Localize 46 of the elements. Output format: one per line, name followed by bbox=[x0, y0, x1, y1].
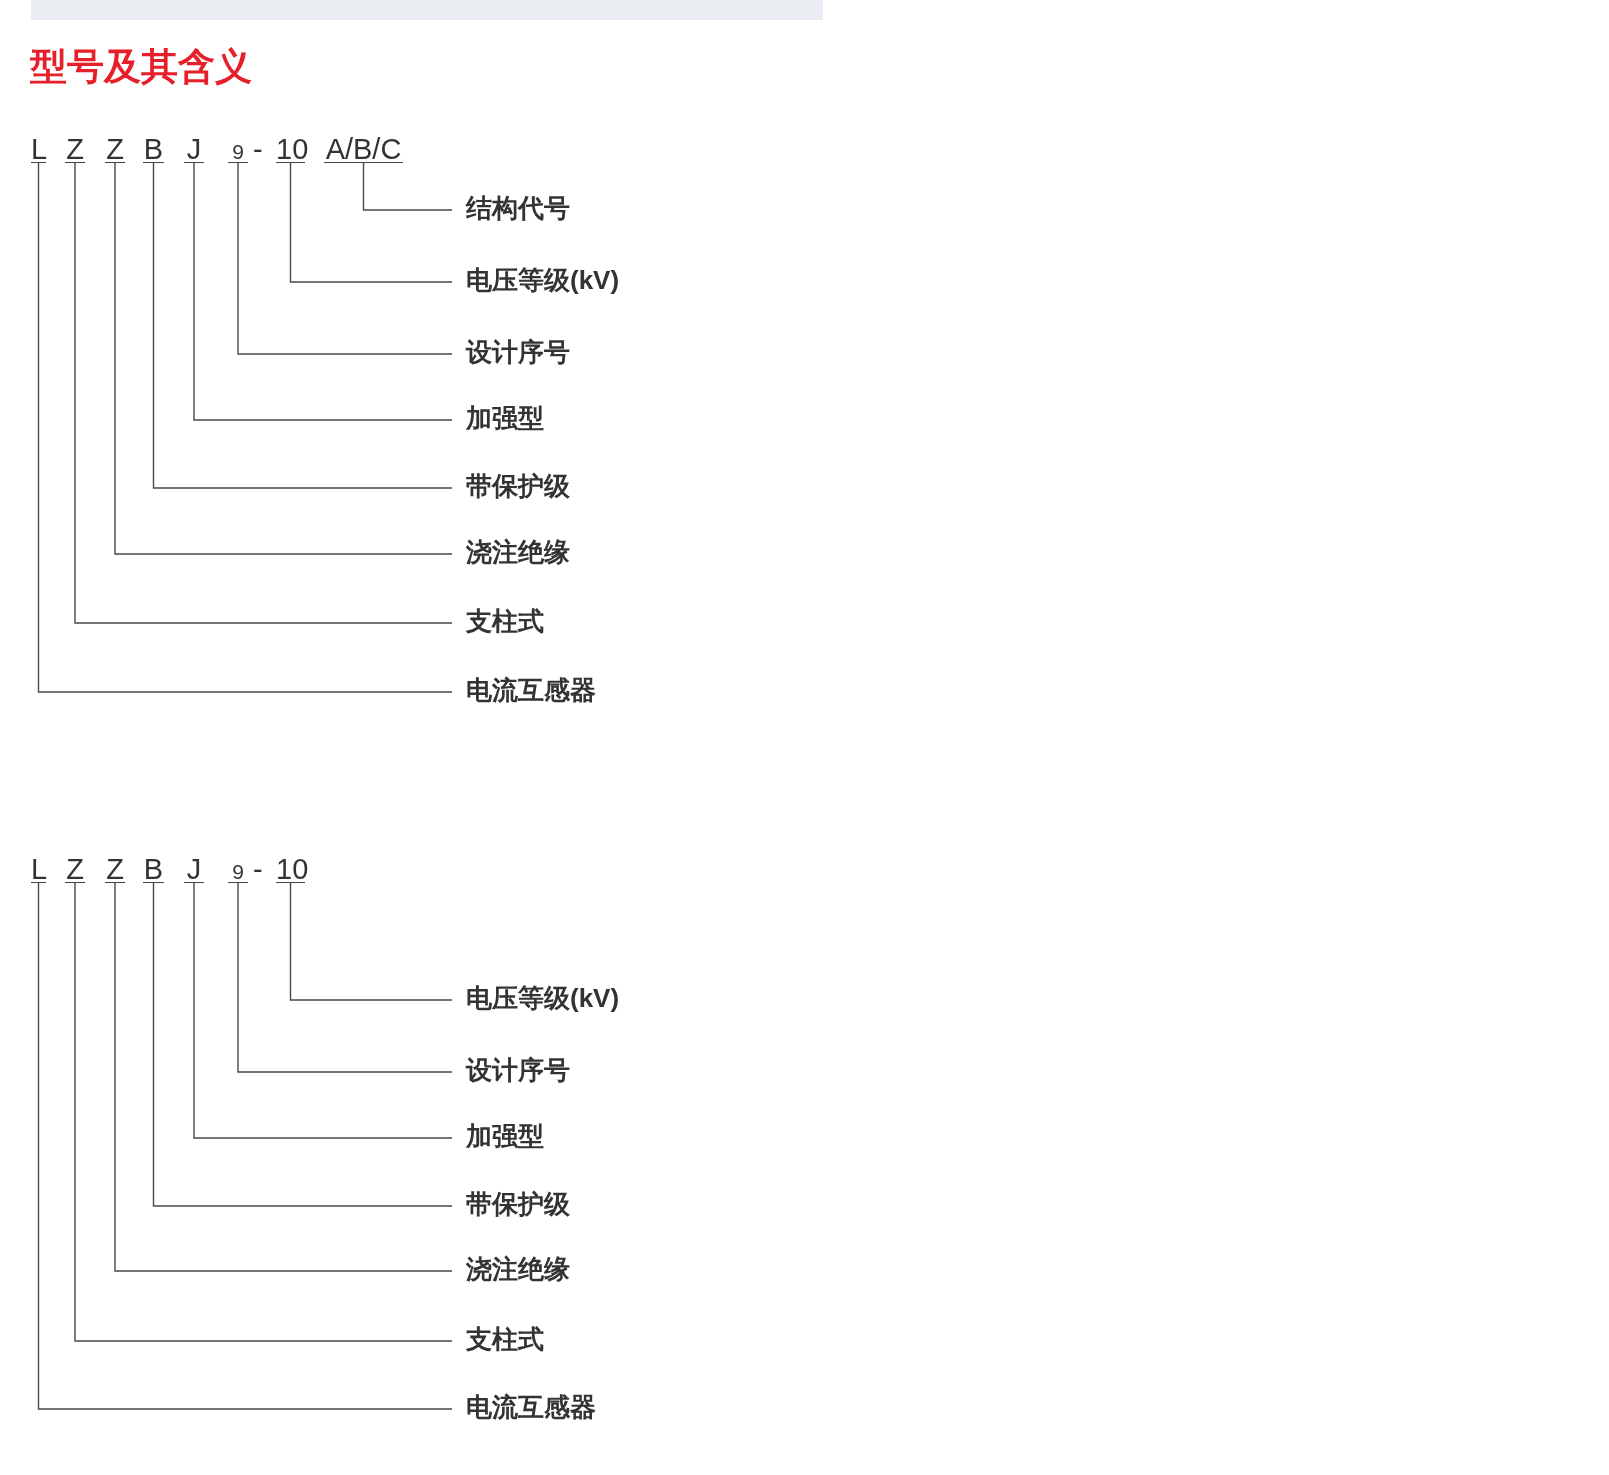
meaning-label: 加强型 bbox=[452, 1118, 544, 1154]
leader-line bbox=[114, 162, 453, 555]
leader-line bbox=[37, 882, 453, 1410]
meaning-label: 加强型 bbox=[452, 400, 544, 436]
model-code-part: L bbox=[31, 856, 46, 883]
meaning-label: 支柱式 bbox=[452, 1321, 544, 1357]
leader-line bbox=[289, 162, 453, 283]
leader-line bbox=[237, 162, 453, 355]
model-code-part: J bbox=[184, 856, 204, 883]
leader-line bbox=[74, 162, 453, 624]
model-code-part: Z bbox=[105, 136, 125, 163]
model-code-part: B bbox=[143, 856, 164, 883]
leader-line bbox=[152, 162, 453, 489]
leader-line bbox=[193, 882, 453, 1139]
leader-line bbox=[74, 882, 453, 1342]
model-code-part: Z bbox=[105, 856, 125, 883]
leader-line bbox=[237, 882, 453, 1073]
leader-line bbox=[289, 882, 453, 1001]
section-title: 型号及其含义 bbox=[30, 46, 252, 88]
model-code-part: Z bbox=[65, 136, 85, 163]
meaning-label: 结构代号 bbox=[452, 190, 570, 226]
leader-line bbox=[193, 162, 453, 421]
model-code-part: A/B/C bbox=[324, 136, 403, 163]
code-separator: - bbox=[253, 136, 263, 162]
meaning-label: 电压等级(kV) bbox=[452, 262, 620, 298]
leader-line bbox=[114, 882, 453, 1272]
code-separator: - bbox=[253, 856, 263, 882]
meaning-label: 浇注绝缘 bbox=[452, 534, 570, 570]
meaning-label: 电压等级(kV) bbox=[452, 980, 620, 1016]
leader-line bbox=[362, 162, 453, 211]
meaning-label: 带保护级 bbox=[452, 1186, 570, 1222]
meaning-label: 浇注绝缘 bbox=[452, 1251, 570, 1287]
model-code-part: L bbox=[31, 136, 46, 163]
model-code-part: J bbox=[184, 136, 204, 163]
meaning-label: 设计序号 bbox=[452, 334, 570, 370]
meaning-label: 电流互感器 bbox=[452, 1389, 596, 1425]
model-code-part: 9 bbox=[228, 136, 248, 163]
leader-line bbox=[152, 882, 453, 1207]
model-code-part: Z bbox=[65, 856, 85, 883]
meaning-label: 设计序号 bbox=[452, 1052, 570, 1088]
leader-line bbox=[37, 162, 453, 693]
model-code-part: B bbox=[143, 136, 164, 163]
meaning-label: 电流互感器 bbox=[452, 672, 596, 708]
meaning-label: 带保护级 bbox=[452, 468, 570, 504]
model-code-part: 9 bbox=[228, 856, 248, 883]
meaning-label: 支柱式 bbox=[452, 603, 544, 639]
